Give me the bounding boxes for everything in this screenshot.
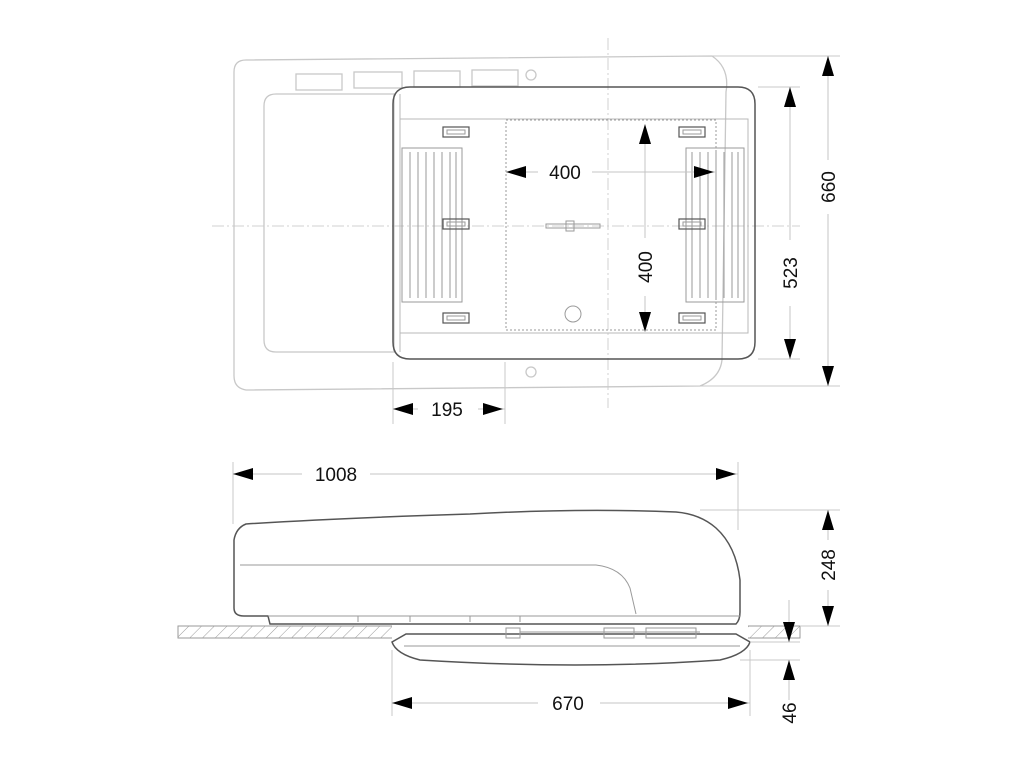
ceiling-plate-side	[391, 633, 751, 666]
mounting-clips	[442, 126, 706, 324]
dim-660: 660	[819, 171, 840, 203]
unit-ghost-inner	[263, 93, 395, 353]
right-grille	[685, 147, 745, 303]
ghost-vent-1	[295, 73, 343, 91]
dim-400-vertical: 400	[636, 251, 657, 283]
dim-248: 248	[819, 549, 840, 581]
cutout-opening	[505, 119, 717, 331]
ceiling-plate-outline	[392, 86, 756, 360]
ghost-vent-3	[413, 70, 461, 88]
center-hole	[564, 305, 582, 323]
dim-670: 670	[552, 694, 584, 715]
ghost-hole	[525, 69, 537, 81]
dim-195: 195	[431, 400, 463, 421]
unit-body-contour	[240, 564, 637, 615]
side-view: 1008 248 46 670	[177, 462, 840, 724]
left-grille	[401, 147, 463, 303]
top-view: 400 400 195 523 660	[212, 38, 840, 424]
center-bracket	[545, 223, 601, 229]
ghost-vent-2	[353, 71, 403, 89]
dim-523: 523	[781, 257, 802, 289]
ghost-hole-bottom	[525, 366, 537, 378]
dim-46: 46	[780, 702, 801, 723]
dim-1008: 1008	[315, 465, 357, 486]
unit-body-outline	[233, 509, 741, 625]
unit-ghost-outline	[233, 55, 728, 391]
dim-400-horizontal: 400	[549, 163, 581, 184]
ghost-vent-4	[471, 69, 519, 87]
